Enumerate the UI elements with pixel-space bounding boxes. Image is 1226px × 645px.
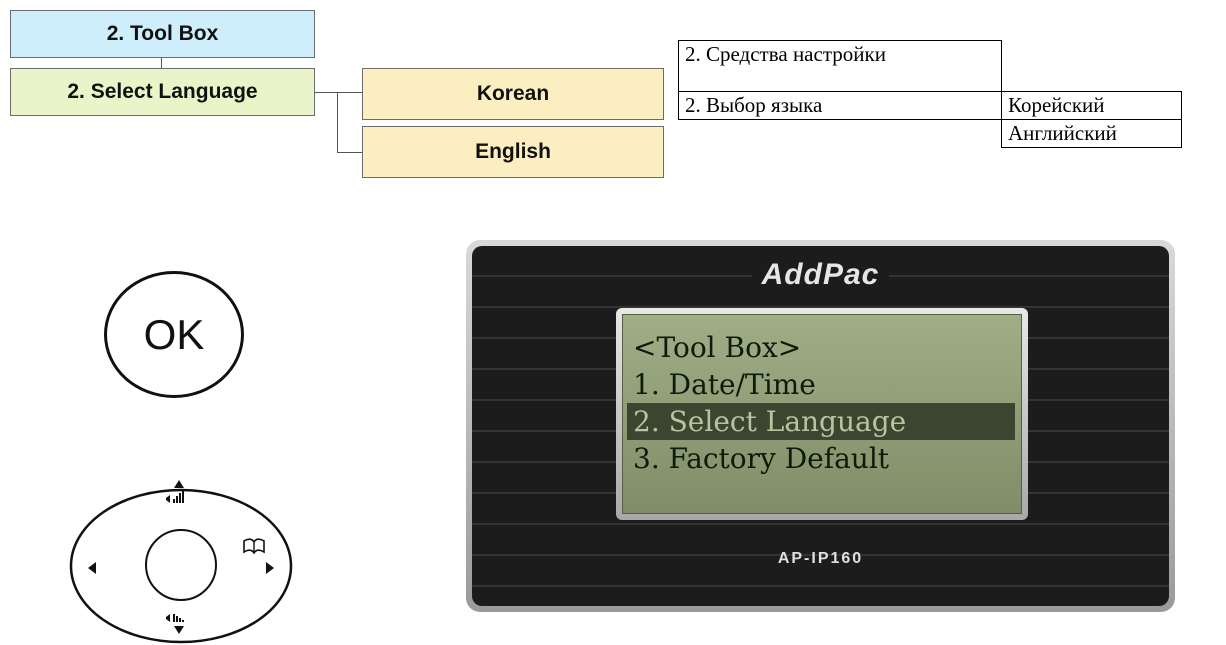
model-label: AP-IP160: [777, 550, 864, 567]
korean-option-node: Korean: [362, 68, 664, 120]
brand-logo: AddPac: [472, 258, 1169, 292]
right-arrow-icon[interactable]: [266, 562, 274, 574]
lcd-frame: <Tool Box> 1. Date/Time 2. Select Langua…: [616, 308, 1028, 520]
lcd-menu-item[interactable]: 3. Factory Default: [633, 442, 890, 475]
lcd-menu-item[interactable]: 1. Date/Time: [633, 368, 816, 401]
ip-phone-device: AddPac <Tool Box> 1. Date/Time 2. Select…: [466, 240, 1175, 612]
ok-button-label: OK: [143, 310, 205, 358]
ru-empty-cell: [679, 120, 1002, 148]
select-language-node: 2. Select Language: [10, 68, 315, 116]
left-arrow-icon[interactable]: [88, 562, 96, 574]
lcd-screen: <Tool Box> 1. Date/Time 2. Select Langua…: [622, 314, 1022, 514]
nav-pad[interactable]: [66, 458, 296, 644]
ru-empty-cell: [1002, 41, 1182, 92]
tool-box-node: 2. Tool Box: [10, 10, 315, 58]
ru-korean-cell: Корейский: [1001, 91, 1182, 120]
tool-box-label: 2. Tool Box: [106, 22, 219, 45]
english-label: English: [475, 140, 551, 163]
connector-line: [315, 92, 362, 93]
korean-label: Korean: [476, 82, 550, 105]
english-option-node: English: [362, 126, 664, 178]
connector-line: [337, 152, 362, 153]
phonebook-icon[interactable]: [243, 538, 265, 555]
lcd-menu-title: <Tool Box>: [633, 331, 802, 364]
nav-pad-outer-ring[interactable]: [69, 488, 293, 644]
volume-up-icon[interactable]: [166, 480, 184, 503]
connector-line: [161, 58, 162, 68]
connector-line: [337, 92, 338, 152]
device-faceplate: AddPac <Tool Box> 1. Date/Time 2. Select…: [472, 246, 1169, 606]
volume-down-icon[interactable]: [166, 614, 184, 634]
ru-tool-box-cell: 2. Средства настройки: [678, 40, 1002, 92]
ok-button[interactable]: OK: [104, 271, 244, 398]
nav-pad-center-button[interactable]: [145, 529, 217, 601]
lcd-menu-item-selected[interactable]: 2. Select Language: [627, 403, 1015, 440]
ru-english-cell: Английский: [1001, 119, 1182, 148]
russian-menu-table: 2. Средства настройки 2. Выбор языка Кор…: [678, 40, 1182, 148]
select-language-label: 2. Select Language: [67, 80, 258, 103]
ru-select-language-cell: 2. Выбор языка: [678, 91, 1002, 120]
